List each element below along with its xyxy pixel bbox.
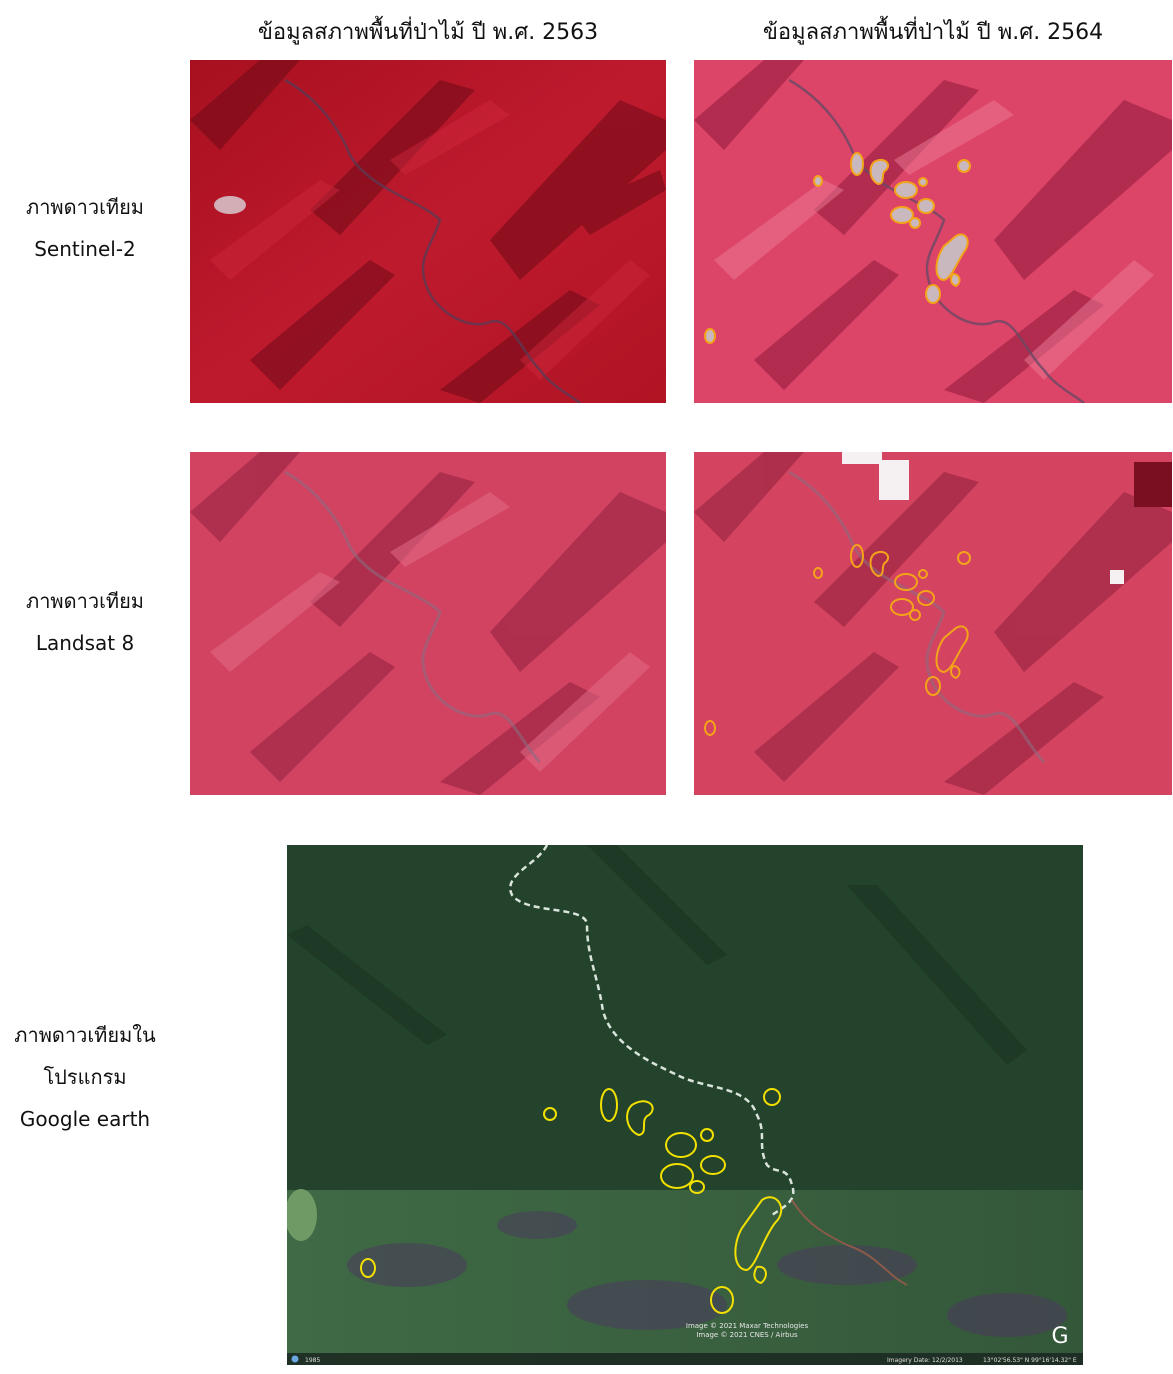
sentinel-2563-image [190, 60, 666, 403]
row-label-landsat-line1: ภาพดาวเทียม [26, 589, 144, 613]
ge-credit-line2: Image © 2021 CNES / Airbus [696, 1331, 798, 1339]
landsat-2564-image [694, 452, 1172, 795]
row-label-google-line1: ภาพดาวเทียมใน [14, 1023, 156, 1047]
ge-coordinates: 13°02'56.53" N 99°16'14.32" E [983, 1357, 1077, 1364]
google-earth-logo: G [1051, 1324, 1068, 1349]
column-title-2563: ข้อมูลสภาพพื้นที่ป่าไม้ ปี พ.ศ. 2563 [257, 20, 599, 45]
row-label-google: ภาพดาวเทียมใน โปรแกรม Google earth [0, 1014, 170, 1140]
row-label-sentinel-line1: ภาพดาวเทียม [26, 195, 144, 219]
row-label-sentinel-line2: Sentinel-2 [34, 237, 136, 261]
row-label-google-line2: โปรแกรม [43, 1065, 127, 1089]
ge-imagery-date: Imagery Date: 12/2/2013 [887, 1357, 963, 1364]
row-label-google-line3: Google earth [19, 1107, 151, 1131]
google-earth-image: Image © 2021 Maxar Technologies Image © … [287, 845, 1083, 1365]
ge-credit-line1: Image © 2021 Maxar Technologies [686, 1322, 809, 1330]
row-label-landsat-line2: Landsat 8 [35, 631, 135, 655]
landsat-2563-image [190, 452, 666, 795]
column-title-2564: ข้อมูลสภาพพื้นที่ป่าไม้ ปี พ.ศ. 2564 [762, 20, 1104, 45]
sentinel-2564-image [694, 60, 1172, 403]
row-label-sentinel: ภาพดาวเทียม Sentinel-2 [0, 186, 170, 270]
globe-icon[interactable] [291, 1355, 299, 1363]
row-label-landsat: ภาพดาวเทียม Landsat 8 [0, 580, 170, 664]
ge-status-left: 1985 [305, 1357, 320, 1364]
